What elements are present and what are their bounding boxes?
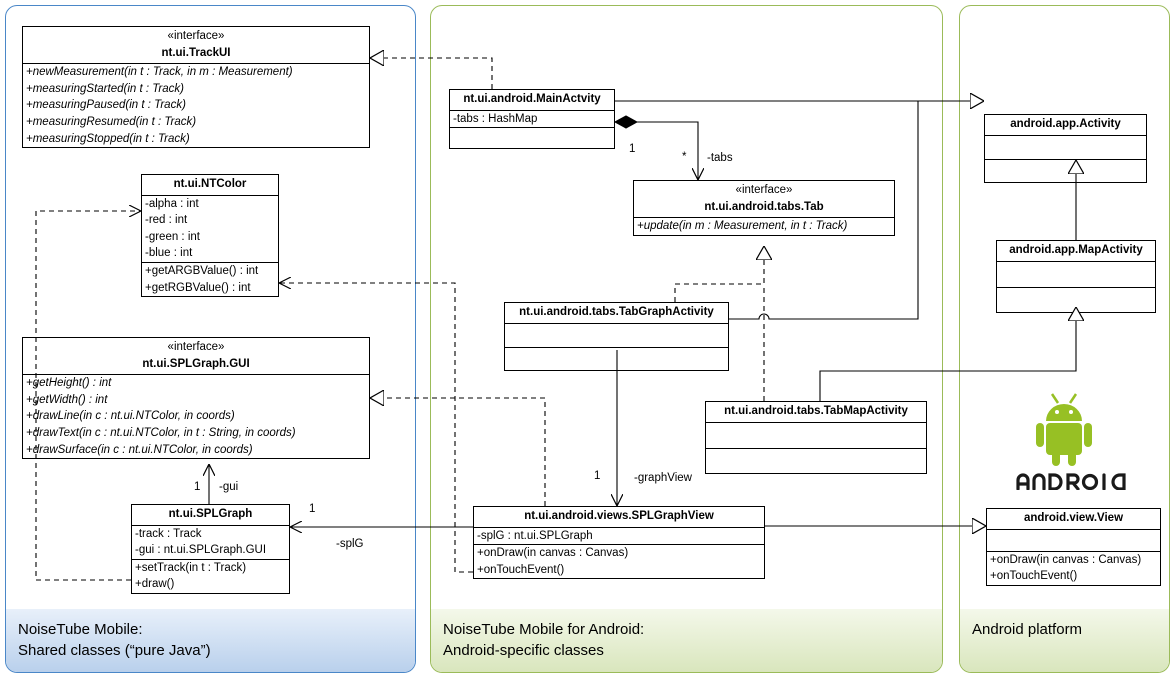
class-attributes: [987, 530, 1160, 552]
class-tabmapactivity[interactable]: nt.ui.android.tabs.TabMapActivity: [705, 401, 927, 474]
label-gui-role: -gui: [219, 481, 239, 493]
attribute: -alpha : int: [145, 197, 199, 210]
operation: +getHeight() : int: [26, 377, 112, 390]
class-android-view[interactable]: android.view.View +onDraw(in canvas : Ca…: [986, 508, 1161, 586]
class-ntcolor[interactable]: nt.ui.NTColor -alpha : int -red : int -g…: [141, 174, 279, 298]
operation: +measuringStarted(in t : Track): [26, 82, 184, 95]
label-graphview-multiplicity: 1: [594, 470, 601, 482]
operation: +draw(): [135, 578, 175, 591]
class-trackui[interactable]: «interface» nt.ui.TrackUI +newMeasurement…: [22, 26, 370, 149]
class-attributes: [985, 136, 1146, 160]
class-name: nt.ui.android.tabs.TabMapActivity: [724, 405, 908, 417]
generalization-tabmap-mapactivity: [819, 307, 1076, 401]
realization-mainactivity-trackui: [370, 58, 493, 89]
class-attributes: -splG : nt.ui.SPLGraph: [474, 528, 764, 546]
attribute: -gui : nt.ui.SPLGraph.GUI: [135, 544, 267, 557]
operation: +measuringStopped(in t : Track): [26, 132, 190, 145]
dependency-splgraph-ntcolor: [35, 211, 141, 581]
label-tabs-role: -tabs: [707, 152, 733, 164]
class-attributes: [997, 262, 1155, 288]
operation: +getWidth() : int: [26, 393, 108, 406]
composition-diamond: [613, 115, 639, 129]
operation: +onTouchEvent(): [990, 570, 1078, 583]
attribute: -green : int: [145, 230, 200, 243]
class-splgraph[interactable]: nt.ui.SPLGraph -track : Track -gui : nt.…: [131, 504, 290, 594]
attribute: -track : Track: [135, 527, 202, 540]
class-operations: +update(in m : Measurement, in t : Track…: [634, 218, 894, 235]
class-android-activity[interactable]: android.app.Activity: [984, 114, 1147, 183]
package-platform-label: Android platform: [960, 609, 1169, 672]
class-name: nt.ui.SPLGraph.GUI: [142, 357, 250, 370]
operation: +getARGBValue() : int: [145, 264, 259, 277]
operation: +getRGBValue() : int: [145, 281, 251, 294]
operation: +drawLine(in c : nt.ui.NTColor, in coord…: [26, 410, 235, 423]
stereotype: «interface»: [735, 184, 793, 196]
label-splg-multiplicity: 1: [309, 503, 316, 515]
class-name: android.app.MapActivity: [1009, 244, 1143, 256]
operation: +setTrack(in t : Track): [135, 561, 247, 574]
class-operations: +onDraw(in canvas : Canvas) +onTouchEven…: [987, 552, 1160, 585]
class-attributes: -tabs : HashMap: [450, 111, 614, 129]
operation: +onDraw(in canvas : Canvas): [477, 547, 629, 560]
attribute: -splG : nt.ui.SPLGraph: [477, 529, 593, 542]
class-splgraph-gui[interactable]: «interface» nt.ui.SPLGraph.GUI +getHeight…: [22, 337, 370, 460]
class-operations: +newMeasurement(in t : Track, in m : Mea…: [23, 64, 369, 147]
stereotype: «interface»: [167, 341, 225, 353]
class-operations: +getHeight() : int +getWidth() : int +dr…: [23, 375, 369, 458]
generalization-tabgraph-activity: [729, 101, 919, 320]
class-operations: +getARGBValue() : int +getRGBValue() : i…: [142, 263, 278, 296]
class-name: nt.ui.TrackUI: [161, 46, 231, 59]
package-shared-label: NoiseTube Mobile: Shared classes (“pure …: [6, 609, 415, 672]
label-tabs-multiplicity-many: *: [682, 151, 687, 163]
label-splg-role: -splG: [336, 538, 364, 550]
label-tabs-multiplicity-one: 1: [629, 143, 636, 155]
operation: +drawSurface(in c : nt.ui.NTColor, in co…: [26, 443, 253, 456]
class-operations: +onDraw(in canvas : Canvas) +onTouchEven…: [474, 545, 764, 578]
realization-splgraphview-gui: [370, 398, 546, 506]
operation: +drawText(in c : nt.ui.NTColor, in t : S…: [26, 426, 296, 439]
class-name: nt.ui.android.views.SPLGraphView: [524, 510, 714, 522]
class-name: android.app.Activity: [1010, 118, 1121, 130]
realization-tabgraph-tab: [674, 246, 764, 302]
attribute: -blue : int: [145, 247, 193, 260]
label-graphview-role: -graphView: [634, 472, 692, 484]
class-attributes: [505, 324, 728, 348]
operation: +onTouchEvent(): [477, 563, 565, 576]
attribute: -tabs : HashMap: [453, 112, 538, 125]
class-name: nt.ui.NTColor: [173, 178, 247, 190]
class-splgraphview[interactable]: nt.ui.android.views.SPLGraphView -splG :…: [473, 506, 765, 580]
operation: +update(in m : Measurement, in t : Track…: [637, 220, 848, 233]
operation: +measuringResumed(in t : Track): [26, 115, 197, 128]
class-name: nt.ui.SPLGraph: [168, 508, 253, 520]
package-android-label: NoiseTube Mobile for Android: Android-sp…: [431, 609, 942, 672]
operation: +onDraw(in canvas : Canvas): [990, 553, 1142, 566]
class-name: nt.ui.android.tabs.Tab: [704, 200, 824, 213]
class-attributes: [706, 423, 926, 449]
class-name: android.view.View: [1023, 512, 1124, 524]
attribute: -red : int: [145, 214, 188, 227]
stereotype: «interface»: [167, 30, 225, 42]
android-robot-icon: [1036, 393, 1092, 466]
composition-mainactivity-tab: [636, 121, 698, 180]
class-name: nt.ui.android.tabs.TabGraphActivity: [519, 306, 714, 318]
class-tab[interactable]: «interface» nt.ui.android.tabs.Tab +updat…: [633, 180, 895, 236]
class-attributes: -alpha : int -red : int -green : int -bl…: [142, 196, 278, 263]
android-logo: [1016, 393, 1126, 490]
class-name: nt.ui.android.MainActvity: [463, 93, 601, 105]
class-attributes: -track : Track -gui : nt.ui.SPLGraph.GUI: [132, 526, 289, 560]
dependency-splgraphview-ntcolor: [279, 283, 473, 573]
android-wordmark: [1016, 473, 1126, 490]
class-operations: +setTrack(in t : Track) +draw(): [132, 560, 289, 593]
class-mainactivity[interactable]: nt.ui.android.MainActvity -tabs : HashMa…: [449, 89, 615, 150]
label-gui-multiplicity: 1: [194, 481, 201, 493]
operation: +newMeasurement(in t : Track, in m : Mea…: [26, 66, 293, 79]
operation: +measuringPaused(in t : Track): [26, 99, 186, 112]
